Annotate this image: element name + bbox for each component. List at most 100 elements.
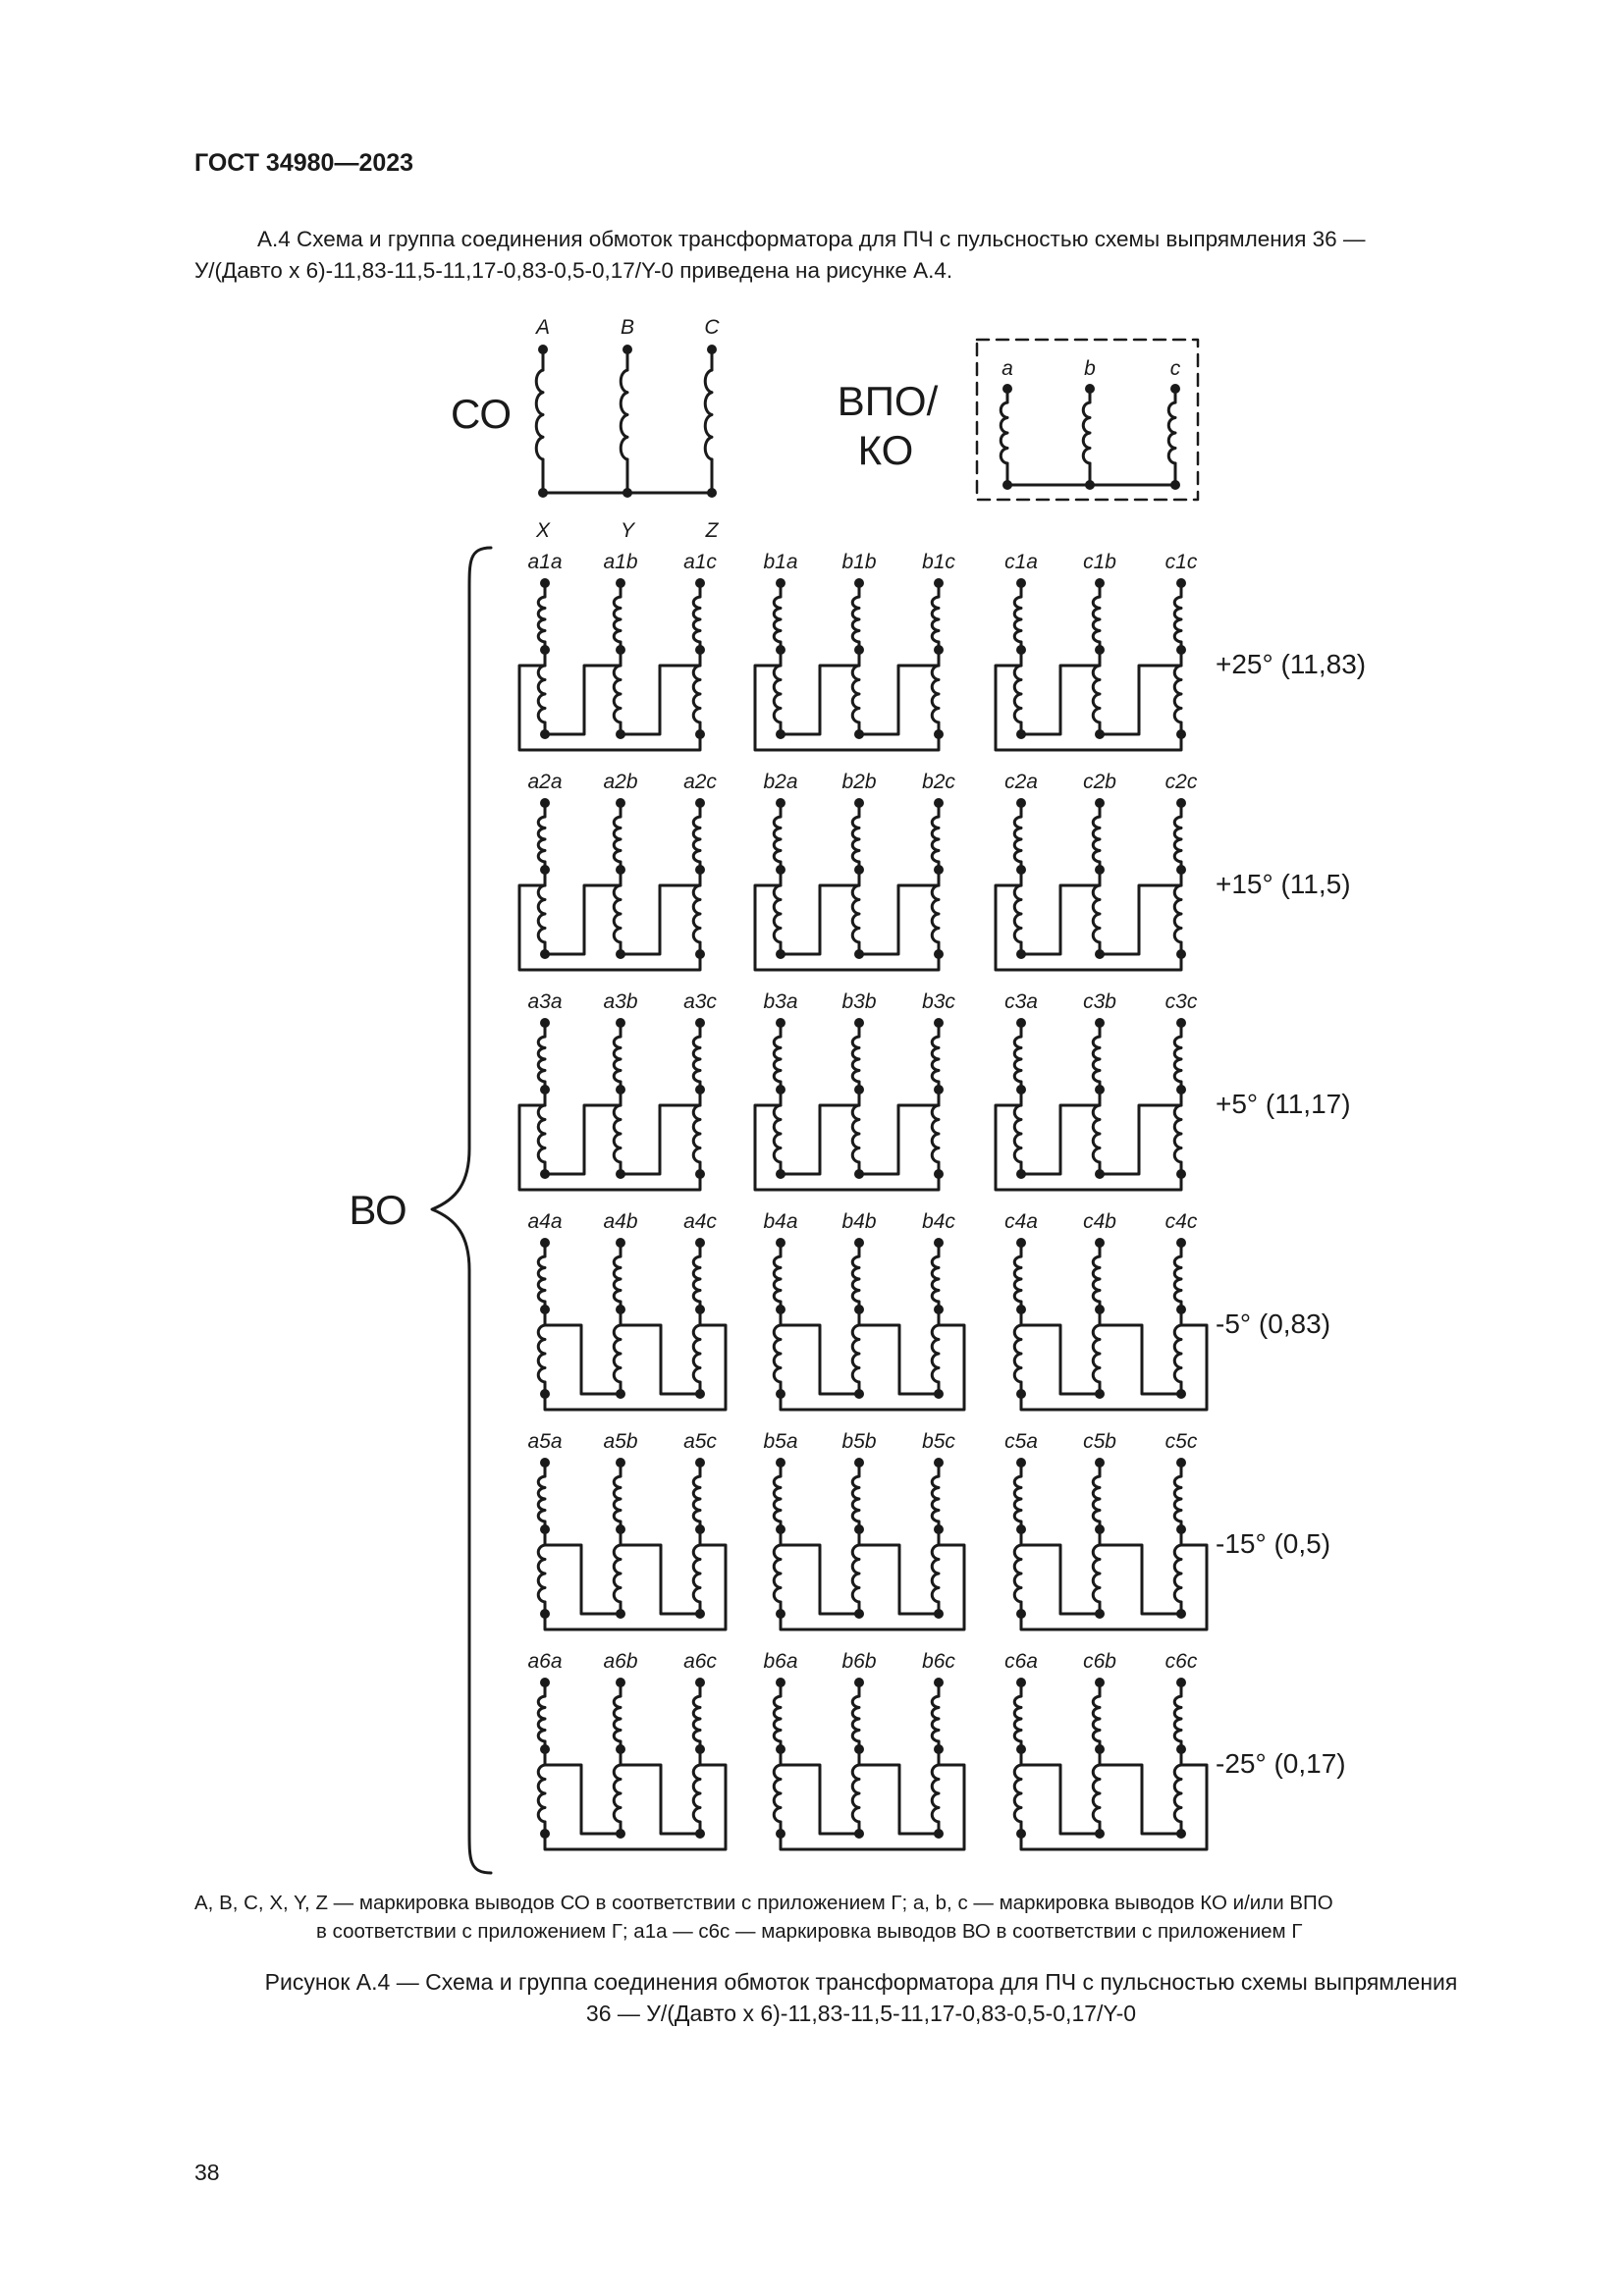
vo-terminal-label: b3a bbox=[763, 990, 797, 1013]
vo-series-coil bbox=[1172, 1694, 1183, 1743]
vo-terminal-label: b2a bbox=[763, 771, 797, 793]
vo-series-coil bbox=[1091, 1035, 1102, 1084]
vo-delta-loop bbox=[543, 1323, 728, 1412]
vo-delta-coil bbox=[1012, 1103, 1023, 1164]
legend-line-2: в соответствии с приложением Г; a1a — c6… bbox=[316, 1920, 1303, 1943]
vo-delta-coil bbox=[930, 664, 941, 724]
vo-delta-coil bbox=[612, 883, 623, 944]
vo-terminal-label: b6c bbox=[922, 1650, 955, 1673]
vo-terminal-label: a5b bbox=[603, 1430, 637, 1453]
vo-series-coil bbox=[536, 1474, 547, 1523]
vo-series-coil bbox=[850, 815, 861, 864]
vo-terminal-label: c5b bbox=[1083, 1430, 1116, 1453]
vo-series-coil bbox=[1091, 1255, 1102, 1304]
vo-delta-coil bbox=[1091, 1103, 1102, 1164]
vo-delta-link bbox=[619, 1543, 702, 1616]
vo-series-coil bbox=[536, 1035, 547, 1084]
vo-winding-group bbox=[753, 1018, 944, 1192]
vo-delta-link bbox=[779, 1763, 861, 1836]
vo-terminal-label: a3a bbox=[527, 990, 562, 1013]
vo-series-coil bbox=[612, 1255, 623, 1304]
vo-terminal-label: a2a bbox=[527, 771, 562, 793]
vo-terminal-label: a6a bbox=[527, 1650, 562, 1673]
vo-winding-group bbox=[536, 1678, 728, 1851]
vo-phase-label: +15° (11,5) bbox=[1216, 869, 1351, 899]
vo-delta-coil bbox=[850, 1763, 861, 1824]
vo-delta-loop bbox=[1019, 1323, 1209, 1412]
vo-delta-coil bbox=[772, 1103, 783, 1164]
vo-delta-loop bbox=[753, 883, 941, 972]
vo-delta-coil bbox=[772, 1763, 783, 1824]
vo-delta-coil bbox=[1012, 664, 1023, 724]
vo-delta-coil bbox=[772, 883, 783, 944]
vo-delta-link bbox=[543, 664, 623, 736]
vo-delta-coil bbox=[691, 1543, 702, 1604]
vo-delta-link bbox=[779, 664, 861, 736]
vo-delta-loop bbox=[753, 1103, 941, 1192]
vo-series-coil bbox=[536, 1694, 547, 1743]
vo-series-coil bbox=[1012, 1035, 1023, 1084]
vo-row bbox=[536, 1238, 1209, 1412]
vo-delta-coil bbox=[1091, 1543, 1102, 1604]
legend-line-1: A, B, C, X, Y, Z — маркировка выводов СО… bbox=[194, 1892, 1333, 1914]
vo-delta-link bbox=[543, 1543, 623, 1616]
vo-delta-coil bbox=[536, 1103, 547, 1164]
vo-delta-coil bbox=[1012, 1323, 1023, 1384]
vo-delta-link bbox=[1019, 883, 1102, 956]
vo-terminal-label: a4b bbox=[603, 1210, 637, 1233]
vo-winding-group bbox=[994, 798, 1186, 972]
vo-delta-link bbox=[857, 883, 941, 956]
vo-delta-loop bbox=[1019, 1763, 1209, 1851]
vo-delta-coil bbox=[850, 1323, 861, 1384]
vo-delta-loop bbox=[543, 1763, 728, 1851]
vo-delta-loop bbox=[779, 1543, 966, 1631]
figure-legend: A, B, C, X, Y, Z — маркировка выводов СО… bbox=[194, 1889, 1530, 1946]
vo-terminal-label: c1b bbox=[1083, 551, 1116, 573]
vo-series-coil bbox=[930, 1694, 941, 1743]
vo-series-coil bbox=[612, 815, 623, 864]
co-top-label: C bbox=[704, 316, 720, 339]
vo-series-coil bbox=[1172, 595, 1183, 644]
vo-delta-link bbox=[1019, 1323, 1102, 1396]
vo-terminal-label: c4a bbox=[1004, 1210, 1038, 1233]
vo-delta-coil bbox=[1172, 1103, 1183, 1164]
vo-delta-loop bbox=[517, 883, 702, 972]
vo-series-coil bbox=[612, 1035, 623, 1084]
vo-delta-loop bbox=[517, 664, 702, 752]
vo-delta-link bbox=[1019, 1103, 1102, 1176]
vo-phase-label: -15° (0,5) bbox=[1216, 1528, 1330, 1559]
vo-series-coil bbox=[1172, 815, 1183, 864]
vo-terminal-label: b3b bbox=[841, 990, 876, 1013]
vo-winding-group bbox=[517, 1018, 705, 1192]
vo-delta-coil bbox=[772, 1543, 783, 1604]
co-bottom-label: X bbox=[535, 519, 551, 542]
vo-series-coil bbox=[1091, 1474, 1102, 1523]
vo-series-coil bbox=[612, 1474, 623, 1523]
vo-series-coil bbox=[1172, 1255, 1183, 1304]
vpo-terminal-label: c bbox=[1170, 357, 1181, 380]
vo-terminal-label: a6b bbox=[603, 1650, 637, 1673]
vo-series-coil bbox=[691, 815, 702, 864]
vo-winding-group bbox=[772, 1458, 966, 1631]
vo-delta-loop bbox=[779, 1763, 966, 1851]
co-label: СО bbox=[451, 391, 512, 437]
vo-delta-link bbox=[619, 664, 702, 736]
vo-series-coil bbox=[850, 1035, 861, 1084]
vo-winding-group bbox=[536, 1238, 728, 1412]
vo-delta-coil bbox=[536, 1323, 547, 1384]
vo-delta-link bbox=[779, 1323, 861, 1396]
vo-delta-link bbox=[1098, 664, 1183, 736]
co-bottom-label: Z bbox=[705, 519, 720, 542]
co-winding-group bbox=[534, 345, 717, 498]
vo-series-coil bbox=[691, 1474, 702, 1523]
vo-row bbox=[517, 578, 1186, 752]
vo-label: ВО bbox=[349, 1187, 406, 1233]
vo-delta-link bbox=[857, 1543, 941, 1616]
vo-delta-link bbox=[619, 883, 702, 956]
vo-delta-coil bbox=[536, 883, 547, 944]
vo-terminal-label: c6b bbox=[1083, 1650, 1116, 1673]
vo-delta-coil bbox=[930, 883, 941, 944]
vo-delta-loop bbox=[994, 1103, 1183, 1192]
vo-terminal-label: a1b bbox=[603, 551, 637, 573]
